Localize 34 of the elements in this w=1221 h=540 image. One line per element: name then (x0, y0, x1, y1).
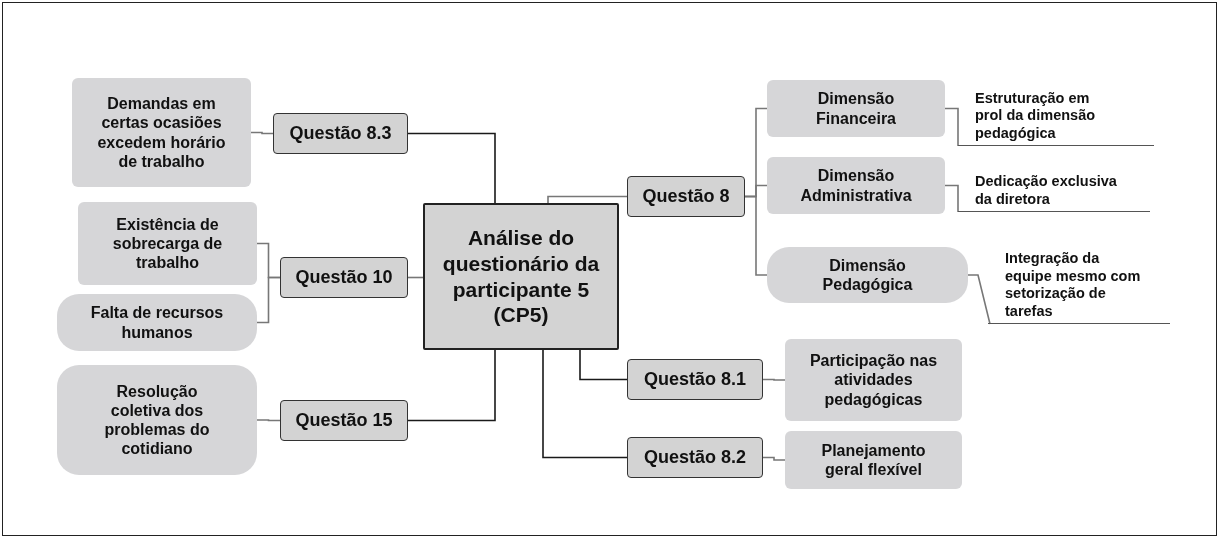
connector-line (547, 195, 628, 204)
connector-line (407, 349, 496, 422)
question-box: Questão 8.3 (273, 113, 408, 154)
connector-line (944, 107, 959, 147)
answer-box: Dimensão Financeira (767, 80, 945, 137)
connector-line (250, 131, 274, 135)
connector-line (407, 276, 424, 279)
answer-box: Existência de sobrecarga de trabalho (78, 202, 257, 285)
underlined-note: Dedicação exclusiva da diretora (958, 160, 1150, 212)
connector-line (579, 349, 628, 381)
answer-box: Participação nas atividades pedagógicas (785, 339, 962, 421)
connector-line (256, 276, 281, 324)
underlined-note: Integração da equipe mesmo com setorização de tarefas (988, 228, 1170, 324)
connector-line (762, 378, 786, 381)
question-box: Questão 15 (280, 400, 408, 441)
answer-box: Demandas em certas ocasiões excedem horário de trabalho (72, 78, 251, 187)
underlined-note: Estruturação em prol da dimensão pedagógica (958, 72, 1154, 146)
question-box: Questão 8.1 (627, 359, 763, 400)
answer-box: Falta de recursos humanos (57, 294, 257, 351)
connector-line (256, 419, 281, 422)
answer-box: Dimensão Pedagógica (767, 247, 968, 303)
answer-box: Dimensão Administrativa (767, 157, 945, 214)
question-box: Questão 8 (627, 176, 745, 217)
central-topic-box: Análise do questionário da participante 5 (CP5) (423, 203, 619, 350)
connector-line (542, 349, 628, 459)
answer-box: Resolução coletiva dos problemas do cotidiano (57, 365, 257, 475)
connector-line (762, 456, 786, 461)
connector-line (407, 132, 496, 204)
connector-line (744, 195, 768, 276)
answer-box: Planejamento geral flexível (785, 431, 962, 489)
connector-line (944, 184, 959, 213)
connector-line (967, 274, 991, 325)
question-box: Questão 8.2 (627, 437, 763, 478)
question-box: Questão 10 (280, 257, 408, 298)
